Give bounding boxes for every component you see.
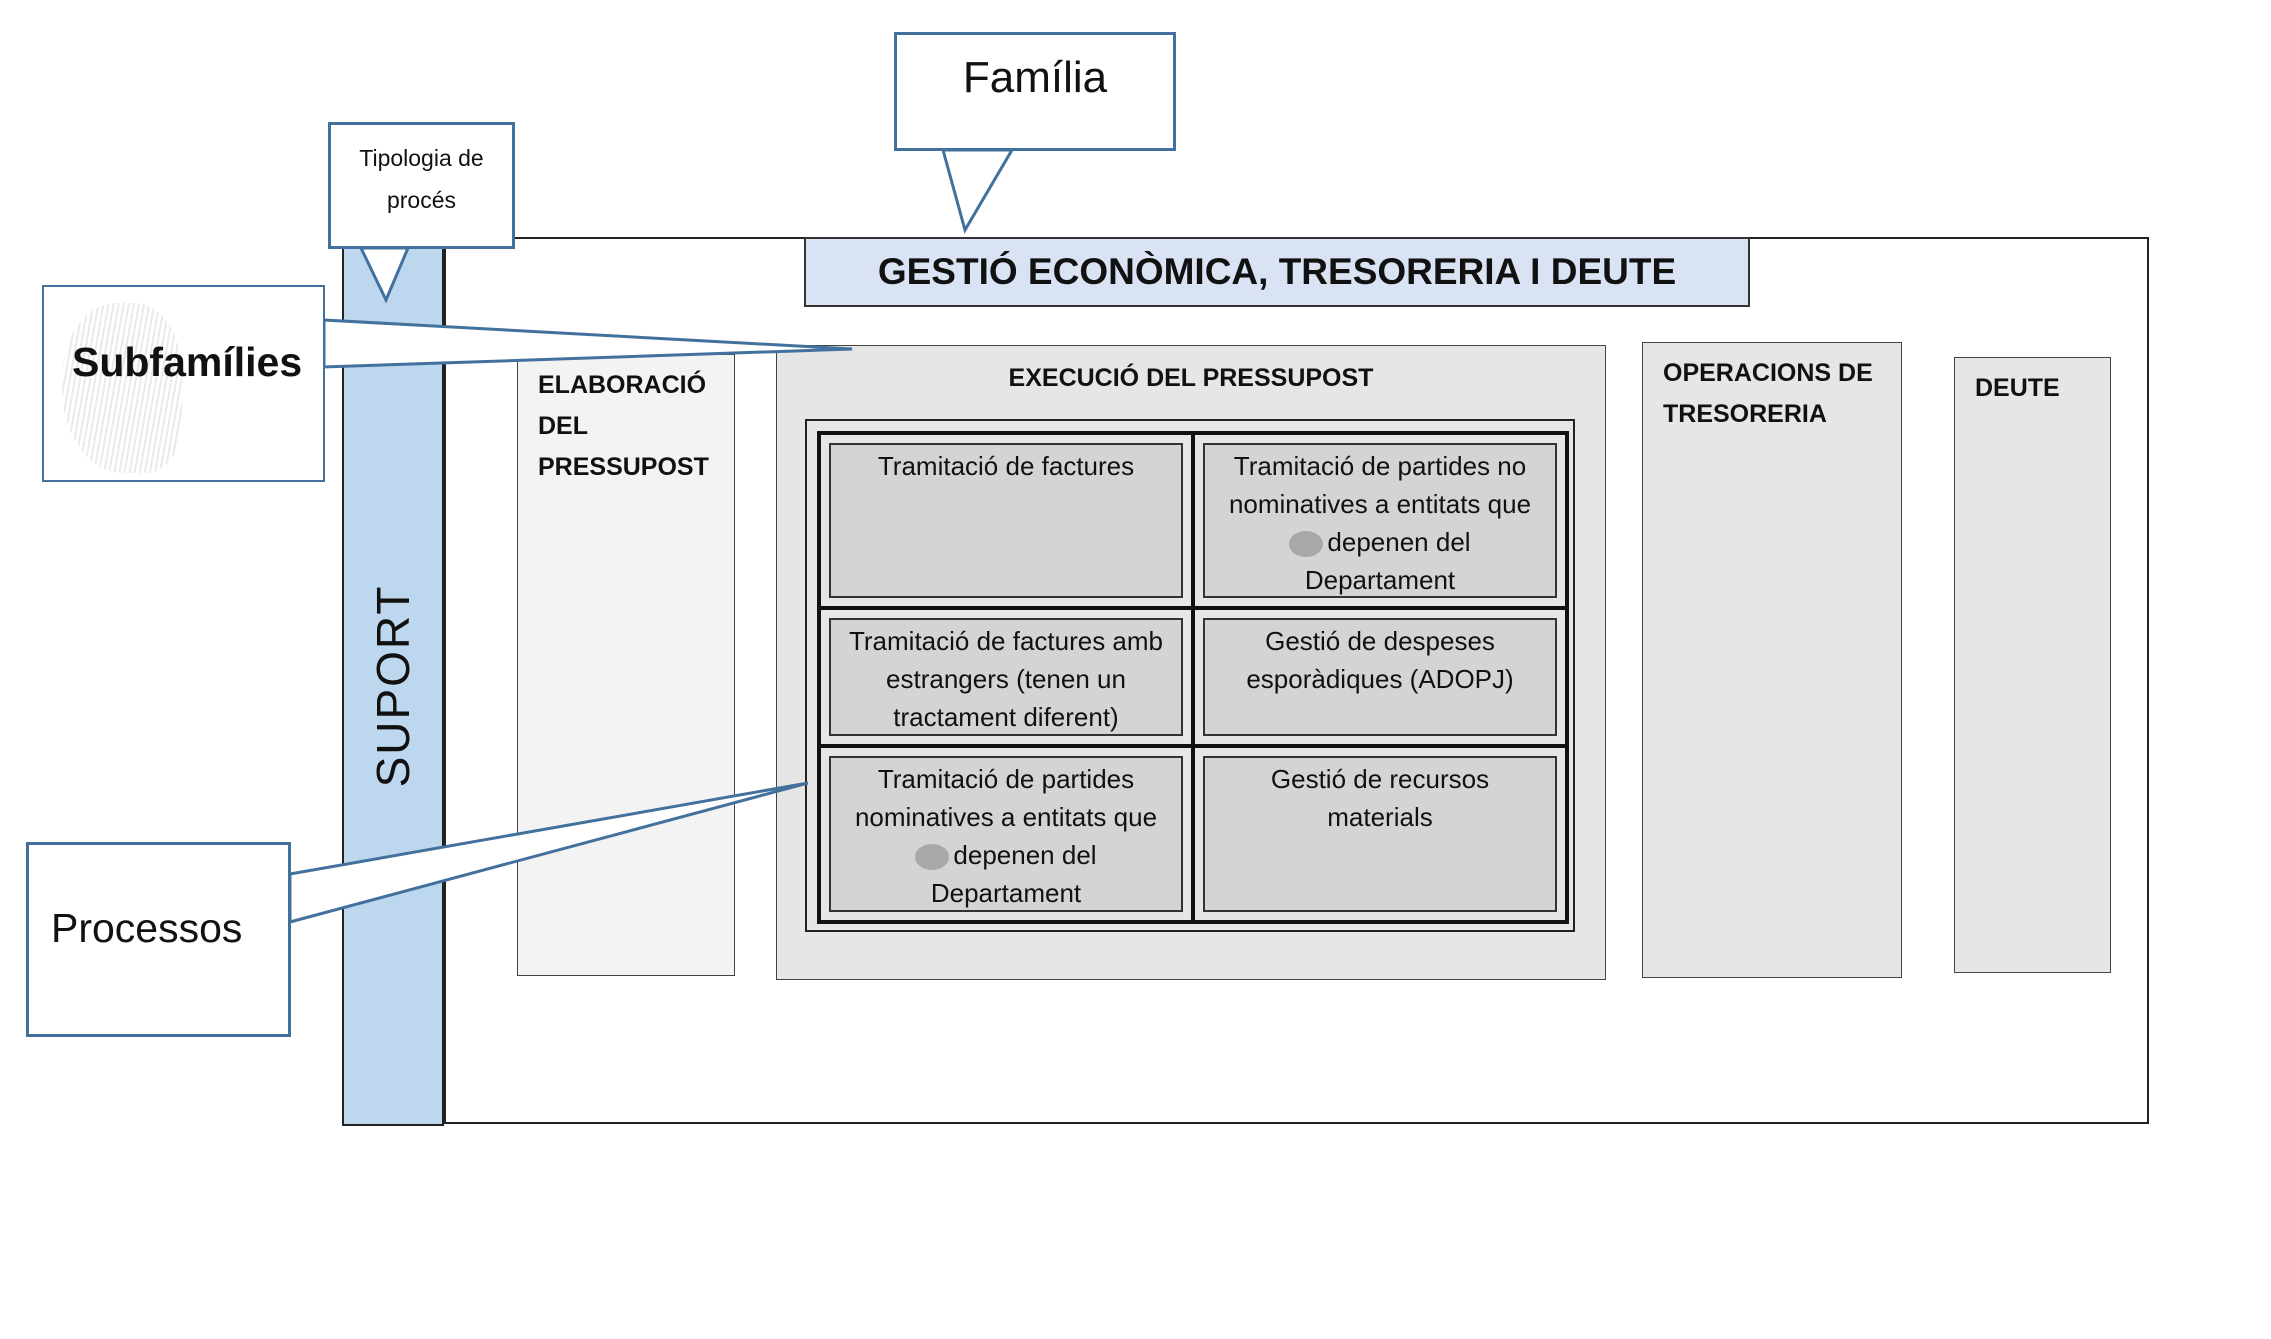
familia-callout: Família xyxy=(894,32,1176,151)
process-text-line: Tramitació de partides xyxy=(831,760,1181,798)
process-box: Tramitació de factures xyxy=(829,443,1183,598)
subfamily-deute: DEUTE xyxy=(1954,357,2111,973)
redaction-mark xyxy=(1289,531,1324,558)
process-text: Tramitació de factures amb xyxy=(848,626,1164,656)
processos-pointer xyxy=(288,781,809,924)
process-text-line: Tramitació de factures amb xyxy=(831,622,1181,660)
sketch-image xyxy=(62,303,182,473)
process-text: Departament xyxy=(1304,565,1456,595)
process-text-line: materials xyxy=(1205,798,1555,836)
process-text-line: tractament diferent) xyxy=(831,698,1181,736)
process-cell: Tramitació de partides nominatives a enti… xyxy=(817,744,1195,924)
subfamily-label: EXECUCIÓ DEL PRESSUPOST xyxy=(1008,364,1374,392)
typology-bar-suport: SUPORT xyxy=(342,246,444,1126)
subfamily-label: DEUTE xyxy=(1975,374,2060,402)
subfamily-label: PRESSUPOST xyxy=(538,453,709,481)
subfamilies-callout: Subfamílies xyxy=(42,285,325,482)
process-text: Tramitació de partides no xyxy=(1233,451,1527,481)
process-text: estrangers (tenen un xyxy=(886,664,1126,694)
callout-text: Tipologia de xyxy=(359,145,484,171)
process-cell: Gestió de despeses esporàdiques (ADOPJ) xyxy=(1191,606,1569,748)
process-text-line: estrangers (tenen un xyxy=(831,660,1181,698)
process-text-line: esporàdiques (ADOPJ) xyxy=(1205,660,1555,698)
subfamily-label: TRESORERIA xyxy=(1663,400,1827,428)
process-text-line: nominatives a entitats que xyxy=(831,798,1181,836)
process-text-line: Departament xyxy=(1205,561,1555,599)
tipologia-callout: Tipologia de procés xyxy=(328,122,515,249)
process-box: Tramitació de factures amb estrangers (te… xyxy=(829,618,1183,736)
redaction-mark xyxy=(915,844,950,871)
callout-text: Processos xyxy=(51,905,243,951)
process-text: Departament xyxy=(930,878,1082,908)
process-text: depenen del xyxy=(1327,527,1471,557)
subfamily-label: DEL xyxy=(538,412,588,440)
process-text-line: Gestió de recursos xyxy=(1205,760,1555,798)
subfamily-label: ELABORACIÓ xyxy=(538,371,707,399)
subfamily-label: OPERACIONS DE xyxy=(1663,359,1873,387)
process-text-line: depenen del xyxy=(831,836,1181,874)
family-title: GESTIÓ ECONÒMICA, TRESORERIA I DEUTE xyxy=(804,237,1750,307)
process-text-line: nominatives a entitats que xyxy=(1205,485,1555,523)
process-text: Gestió de despeses xyxy=(1265,626,1495,656)
process-cell: Gestió de recursos materials xyxy=(1191,744,1569,924)
process-text-line: Departament xyxy=(831,874,1181,912)
process-text: depenen del xyxy=(953,840,1097,870)
callout-text: procés xyxy=(386,187,457,213)
process-text-line: Tramitació de partides no xyxy=(1205,447,1555,485)
tipologia-pointer xyxy=(358,246,411,304)
process-text-line: Gestió de despeses xyxy=(1205,622,1555,660)
subfamilies-pointer xyxy=(322,318,853,369)
process-box: Gestió de despeses esporàdiques (ADOPJ) xyxy=(1203,618,1557,736)
process-text: nominatives a entitats que xyxy=(1228,489,1532,519)
processos-callout: Processos xyxy=(26,842,291,1037)
process-text: esporàdiques (ADOPJ) xyxy=(1246,664,1514,694)
process-box: Gestió de recursos materials xyxy=(1203,756,1557,912)
subfamily-elaboracio: ELABORACIÓ DEL PRESSUPOST xyxy=(517,354,735,976)
process-text: nominatives a entitats que xyxy=(854,802,1158,832)
process-text: materials xyxy=(1327,802,1433,832)
subfamily-operacions: OPERACIONS DE TRESORERIA xyxy=(1642,342,1902,978)
callout-text: Subfamílies xyxy=(72,339,303,385)
process-text: Tramitació de factures xyxy=(877,451,1135,481)
process-text: tractament diferent) xyxy=(893,702,1119,732)
process-box: Tramitació de partides nominatives a enti… xyxy=(829,756,1183,912)
process-text: Gestió de recursos xyxy=(1270,764,1490,794)
process-text: Tramitació de partides xyxy=(877,764,1135,794)
callout-text: Família xyxy=(962,53,1108,102)
process-text-line: depenen del xyxy=(1205,523,1555,561)
process-text-line: Tramitació de factures xyxy=(831,447,1181,485)
process-box: Tramitació de partides no nominatives a e… xyxy=(1203,443,1557,598)
familia-pointer xyxy=(941,148,1015,234)
